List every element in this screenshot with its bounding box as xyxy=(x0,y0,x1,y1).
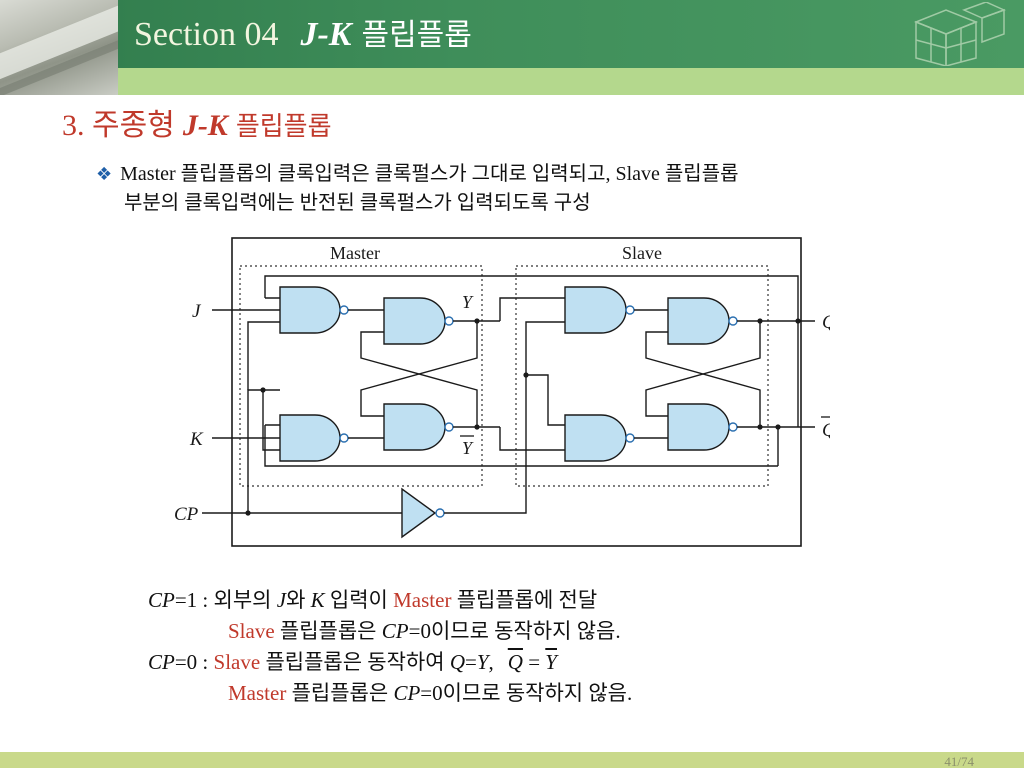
section-title-korean: 플립플롭 xyxy=(361,18,472,53)
label-cp: CP xyxy=(174,504,199,525)
master-slave-jk-diagram: .w { stroke:#1a1a1a; stroke-width:1.4; f… xyxy=(174,237,830,547)
slave-and-gate-top-bubble xyxy=(625,305,635,315)
note-master: Master xyxy=(393,588,452,612)
note-cp: CP xyxy=(393,681,421,705)
note-j: J xyxy=(276,588,287,612)
label-k: K xyxy=(189,429,204,450)
bullet-paragraph: ❖ Master 플립플롭의 클록입력은 클록펄스가 그대로 입력되고, Slav… xyxy=(96,160,996,217)
label-j: J xyxy=(192,301,202,322)
junction-dots xyxy=(245,318,801,516)
section-title: Section 04 J-K 플립플롭 xyxy=(134,10,472,58)
label-y: Y xyxy=(462,292,474,312)
note-text: = xyxy=(522,650,546,674)
slave-and-gate-bottom xyxy=(564,414,627,462)
master-and-gate-bottom xyxy=(279,414,341,462)
note-cp: CP xyxy=(381,619,409,643)
label-q: Q xyxy=(822,312,830,333)
page-number: 41/74 xyxy=(944,754,974,769)
slave-latch-gate-top-bubble xyxy=(728,316,738,326)
note-text: , xyxy=(488,650,494,674)
note-q: Q xyxy=(449,650,465,674)
label-q-bar: Q xyxy=(822,420,830,441)
slide-footer-band xyxy=(0,752,1024,768)
master-latch-gate-top xyxy=(383,297,446,345)
subtitle-number: 3. 주종형 xyxy=(62,109,175,142)
slave-latch-gate-top xyxy=(667,297,730,345)
note-text: =1 : 외부의 xyxy=(174,588,277,612)
master-latch-gate-bottom-bubble xyxy=(444,422,454,432)
note-cp: CP xyxy=(148,588,175,612)
slave-and-gate-bottom-bubble xyxy=(625,433,635,443)
note-cp: CP xyxy=(148,650,175,674)
slave-latch-gate-bottom-bubble xyxy=(728,422,738,432)
master-label: Master xyxy=(330,243,380,263)
master-and-gate-bottom-bubble xyxy=(339,433,349,443)
note-text: 플립플롭에 전달 xyxy=(451,588,598,612)
note-slave: Slave xyxy=(213,650,261,674)
note-row-2: Slave 플립플롭은 CP=0이므로 동작하지 않음. xyxy=(148,616,908,647)
note-y-bar: Y xyxy=(545,650,557,674)
note-slave: Slave xyxy=(228,619,275,643)
note-text: 입력이 xyxy=(324,588,394,612)
master-and-gate-top-bubble xyxy=(339,305,349,315)
clock-inverter-bubble xyxy=(435,508,445,518)
decorative-cubes-icon xyxy=(913,2,1006,66)
note-q-bar: Q xyxy=(507,650,523,674)
note-row-4: Master 플립플롭은 CP=0이므로 동작하지 않음. xyxy=(148,678,908,709)
header-photo xyxy=(0,0,118,95)
note-y: Y xyxy=(476,650,489,674)
master-latch-gate-bottom xyxy=(383,403,446,451)
slave-box xyxy=(515,265,769,487)
label-y-bar: Y xyxy=(462,438,474,458)
slave-label: Slave xyxy=(622,243,662,263)
master-latch-gate-top-bubble xyxy=(444,316,454,326)
note-text: 와 xyxy=(286,588,311,612)
slide-header: Section 04 J-K 플립플롭 xyxy=(0,0,1024,68)
diamond-bullet-icon: ❖ xyxy=(96,164,113,185)
diagram-frame xyxy=(231,237,802,547)
note-text: =0 : xyxy=(174,650,214,674)
clock-inverter xyxy=(401,487,437,539)
bullet-line-2: 부분의 클록입력에는 반전된 클록펄스가 입력되도록 구성 xyxy=(124,192,591,214)
note-text: 플립플롭은 xyxy=(286,681,394,705)
note-row-1: CP=1 : 외부의 J와 K 입력이 Master 플립플롭에 전달 xyxy=(148,585,908,616)
master-and-gate-top xyxy=(279,286,341,334)
diagram-wires xyxy=(202,275,815,514)
explanation-notes: CP=1 : 외부의 J와 K 입력이 Master 플립플롭에 전달 Slav… xyxy=(148,585,908,709)
note-text: =0이므로 동작하지 않음. xyxy=(420,681,633,705)
note-k: K xyxy=(310,588,325,612)
bullet-line-1: Master 플립플롭의 클록입력은 클록펄스가 그대로 입력되고, Slave… xyxy=(120,163,739,185)
master-box xyxy=(239,265,483,487)
header-accent-band xyxy=(0,68,1024,95)
slave-latch-gate-bottom xyxy=(667,403,730,451)
section-title-jk: J-K xyxy=(300,16,352,53)
subtitle-korean: 플립플롭 xyxy=(235,112,332,142)
slave-and-gate-top xyxy=(564,286,627,334)
note-text: = xyxy=(465,650,477,674)
section-label: Section 04 xyxy=(134,16,279,53)
note-row-3: CP=0 : Slave 플립플롭은 동작하여 Q=Y,Q = Y xyxy=(148,647,908,678)
subtitle-jk: J-K xyxy=(182,109,228,142)
note-text: =0이므로 동작하지 않음. xyxy=(408,619,621,643)
note-text: 플립플롭은 xyxy=(274,619,382,643)
note-text: 플립플롭은 동작하여 xyxy=(260,650,450,674)
note-master: Master xyxy=(228,681,287,705)
